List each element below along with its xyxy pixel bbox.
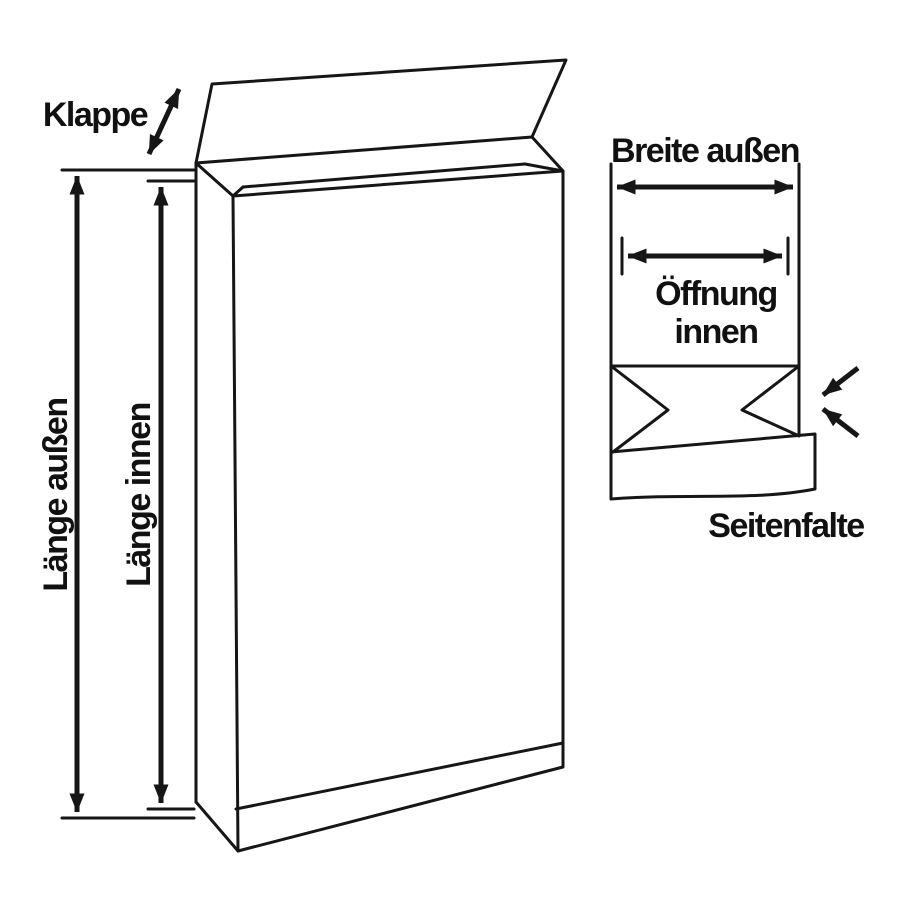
- inner-length-label: Länge innen: [120, 403, 158, 587]
- flap-right-slant: [530, 135, 565, 173]
- envelope-illustration: [194, 58, 568, 853]
- gusset-left-fold: [609, 364, 670, 454]
- side-gusset-bottom-diagonal: [194, 800, 240, 853]
- diagram-labels: Klappe Länge außen Länge innen Breite au…: [37, 96, 866, 592]
- gusset-front-band: [609, 432, 817, 501]
- flap-arrow: [146, 87, 182, 156]
- mouth-inner-edge: [241, 162, 527, 189]
- gusset-detail-illustration: [609, 364, 817, 501]
- inner-opening-label-line1: Öffnung: [655, 275, 777, 313]
- envelope-front-face: [231, 169, 565, 853]
- dimension-annotations: [60, 87, 860, 820]
- mouth-right-fold: [523, 162, 565, 173]
- mouth-left-fold: [231, 185, 245, 198]
- outer-width-label: Breite außen: [611, 132, 799, 170]
- gusset-depth-arrow-lower: [821, 407, 860, 438]
- side-gusset-label: Seitenfalte: [708, 507, 864, 545]
- bottom-fold-crease: [234, 741, 565, 811]
- side-gusset-top-slant: [194, 161, 235, 198]
- inner-opening-label-line2: innen: [674, 313, 757, 351]
- envelope-flap: [194, 58, 568, 165]
- gusset-right-fold: [740, 364, 801, 437]
- flap-label: Klappe: [43, 96, 148, 134]
- gusset-depth-arrow-upper: [821, 366, 860, 397]
- outer-length-label: Länge außen: [37, 398, 75, 591]
